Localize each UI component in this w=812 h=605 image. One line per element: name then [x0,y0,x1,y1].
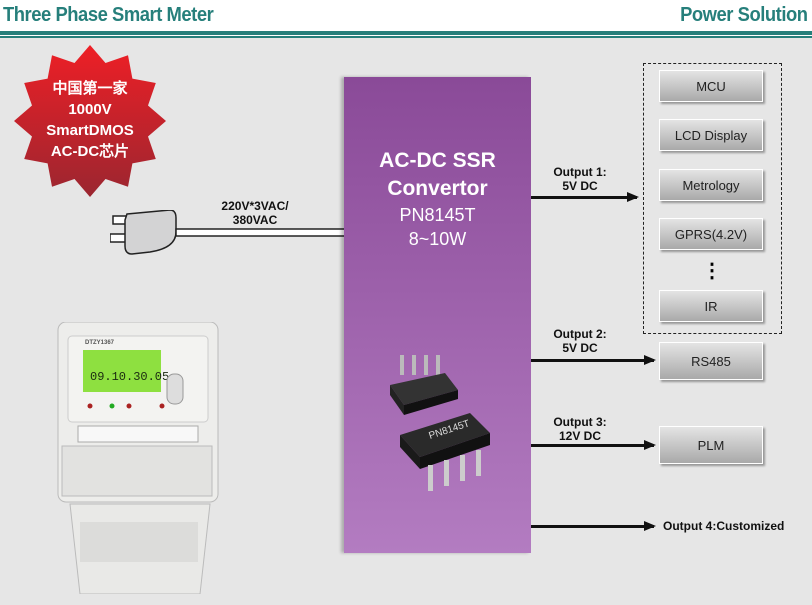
output-1-arrow [531,192,639,202]
load-ir: IR [659,290,763,322]
chip-image: PN8145T [390,355,490,491]
output-2-label: Output 2: [553,327,607,341]
badge-star-icon [14,45,166,197]
page-title: Three Phase Smart Meter [3,4,214,26]
load-rs485: RS485 [659,342,763,380]
output-1-voltage: 5V DC [562,179,598,193]
output-1-label: Output 1: [553,165,607,179]
badge-line-2: 1000V [68,101,112,118]
meter-lcd-reading: 09.10.30.05 [90,370,169,384]
output-3-label: Output 3: [553,415,607,429]
page-subtitle: Power Solution [680,4,809,26]
badge-line-3: SmartDMOS [46,122,134,139]
load-lcd-display: LCD Display [659,119,763,151]
load-metrology: Metrology [659,169,763,201]
converter-title-1: AC-DC SSR [379,149,496,172]
input-voltage-line-1: 220V*3VAC/ [221,199,289,213]
output-3-voltage: 12V DC [558,429,602,443]
power-plug-icon [110,210,346,255]
header-divider-thin [0,36,812,38]
meter-model: DTZY1367 [85,340,115,346]
output-4-arrow [531,521,656,531]
input-voltage-line-2: 380VAC [232,213,278,227]
load-plm: PLM [659,426,763,464]
badge-line-1: 中国第一家 [52,80,128,97]
output-2-arrow [531,355,656,365]
acdc-converter-block: AC-DC SSR Convertor PN8145T 8~10W [344,77,531,553]
ellipsis: ⋮ [702,260,722,282]
smart-meter-image: DTZY1367 09.10.30.05 [57,322,219,594]
output-3-arrow [531,440,656,450]
output-1-load-group [643,63,782,334]
output-2-voltage: 5V DC [562,341,598,355]
load-mcu: MCU [659,70,763,102]
converter-part-number: PN8145T [399,205,476,225]
header-divider [0,31,812,35]
load-gprs: GPRS(4.2V) [659,218,763,250]
converter-title-2: Convertor [387,177,488,200]
badge-line-4: AC-DC芯片 [50,143,130,160]
output-4-label: Output 4:Customized [663,519,785,533]
converter-power: 8~10W [408,229,467,249]
